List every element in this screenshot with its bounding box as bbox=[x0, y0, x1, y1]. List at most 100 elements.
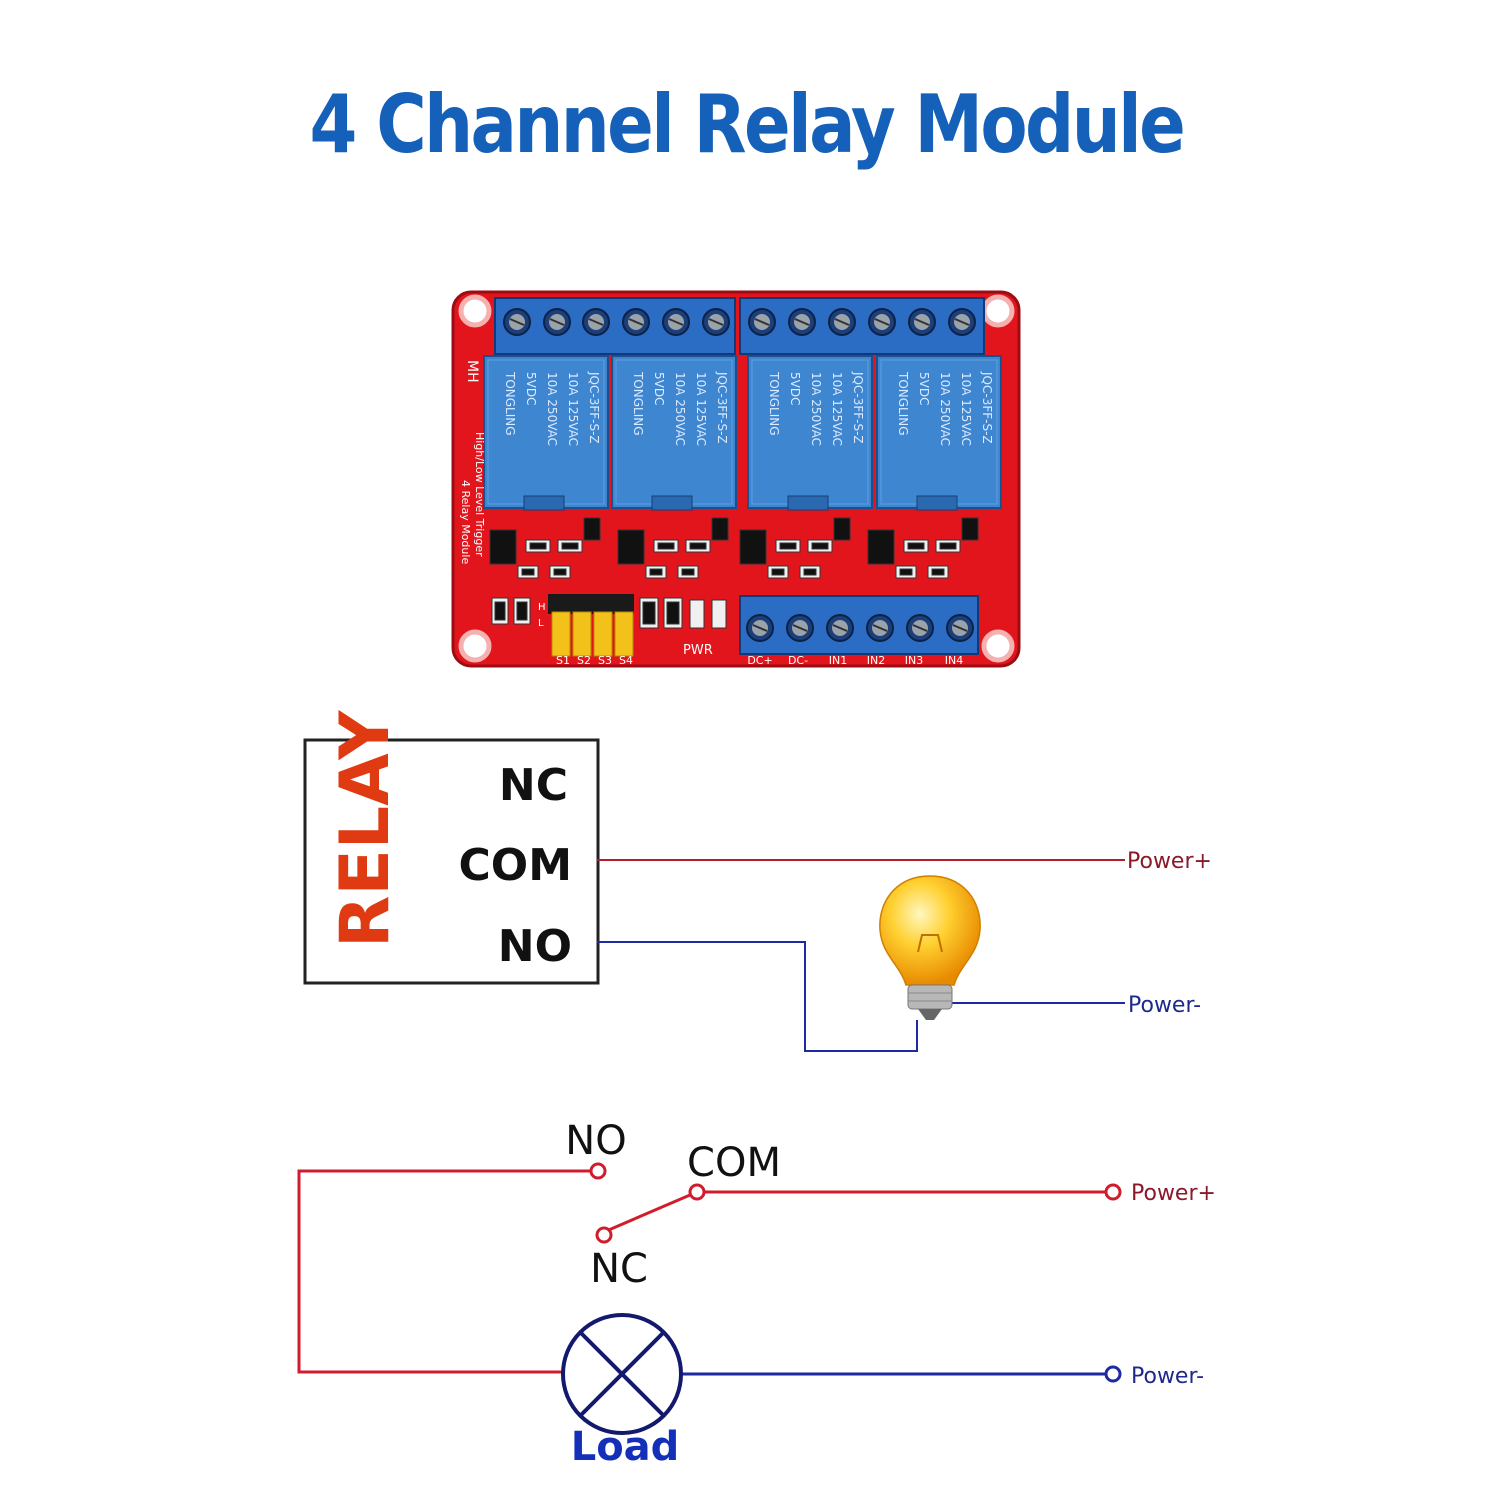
input-pin-label: IN2 bbox=[867, 654, 885, 667]
terminal-power-minus bbox=[1104, 1365, 1122, 1383]
relay-marking: 5VDC bbox=[788, 372, 802, 405]
wire-no-load bbox=[297, 1169, 598, 1374]
relay-marking: 5VDC bbox=[917, 372, 931, 405]
jumper-s4 bbox=[614, 611, 634, 657]
smd-component bbox=[803, 568, 817, 576]
smd-component bbox=[907, 542, 925, 550]
relay-component: TONGLING 5VDC 10A 250VAC 10A 125VAC JQC-3FF-… bbox=[611, 355, 737, 511]
smd-component bbox=[583, 517, 601, 541]
relay-marking: 10A 250VAC bbox=[938, 372, 952, 446]
board-mark: MH bbox=[464, 360, 480, 383]
smd-component bbox=[561, 542, 579, 550]
smd-component bbox=[516, 601, 528, 621]
smd-component bbox=[681, 568, 695, 576]
relay-marking: TONGLING bbox=[631, 371, 645, 436]
terminal-screw-icon bbox=[828, 308, 856, 336]
relay-marking: 10A 125VAC bbox=[959, 372, 973, 446]
switch-wiring-diagram: NO COM NC Power+ Power- Load bbox=[297, 1118, 1216, 1470]
terminal-screw-icon bbox=[746, 614, 774, 642]
terminal-screw-icon bbox=[866, 614, 894, 642]
relay-marking: 5VDC bbox=[652, 372, 666, 405]
relay-marking: TONGLING bbox=[503, 371, 517, 436]
terminal-screw-icon bbox=[948, 308, 976, 336]
smd-component bbox=[711, 599, 727, 629]
mounting-hole-icon bbox=[981, 294, 1015, 328]
input-pin-label: IN3 bbox=[905, 654, 923, 667]
terminal-no-label: NO bbox=[498, 921, 572, 972]
smd-component bbox=[642, 601, 656, 625]
relay-box bbox=[303, 738, 600, 985]
terminal-screw-icon bbox=[622, 308, 650, 336]
terminal-screw-icon bbox=[543, 308, 571, 336]
jumper-label-s1: S1 bbox=[556, 654, 570, 667]
switch-com-label: COM bbox=[687, 1140, 781, 1186]
terminal-screw-icon bbox=[503, 308, 531, 336]
wire-no-lamp bbox=[597, 941, 918, 1052]
terminal-power-plus bbox=[1104, 1183, 1122, 1201]
terminal-nc bbox=[595, 1226, 613, 1244]
relay-marking: JQC-3FF-S-Z bbox=[980, 371, 994, 444]
smd-component bbox=[739, 529, 767, 565]
smd-component bbox=[961, 517, 979, 541]
terminal-block-inputs bbox=[739, 595, 979, 655]
relay-marking: JQC-3FF-S-Z bbox=[851, 371, 865, 444]
board-name: 4 Relay Module bbox=[459, 480, 472, 564]
smd-component bbox=[867, 529, 895, 565]
relay-marking: 10A 125VAC bbox=[566, 372, 580, 446]
relay-marking: 10A 250VAC bbox=[545, 372, 559, 446]
terminal-screw-icon bbox=[906, 614, 934, 642]
relay-marking: 10A 125VAC bbox=[694, 372, 708, 446]
relay-component: TONGLING 5VDC 10A 250VAC 10A 125VAC JQC-3FF-… bbox=[876, 355, 1002, 511]
jumper-label-s2: S2 bbox=[577, 654, 591, 667]
terminal-screw-icon bbox=[662, 308, 690, 336]
terminal-com-label: COM bbox=[459, 840, 572, 891]
power-plus-label-2: Power+ bbox=[1131, 1181, 1216, 1206]
power-led-label: PWR bbox=[683, 643, 713, 658]
power-plus-label: Power+ bbox=[1127, 849, 1212, 874]
smd-component bbox=[833, 517, 851, 541]
terminal-screw-icon bbox=[788, 308, 816, 336]
jumper-s2 bbox=[572, 611, 592, 657]
power-minus-label: Power- bbox=[1128, 993, 1201, 1018]
jumper-header bbox=[548, 594, 634, 614]
smd-component bbox=[779, 542, 797, 550]
lamp-symbol-icon bbox=[561, 1313, 683, 1435]
terminal-screw-icon bbox=[786, 614, 814, 642]
smd-component bbox=[939, 542, 957, 550]
terminal-screw-icon bbox=[868, 308, 896, 336]
smd-component bbox=[689, 542, 707, 550]
terminal-screw-icon bbox=[908, 308, 936, 336]
terminal-screw-icon bbox=[946, 614, 974, 642]
smd-component bbox=[899, 568, 913, 576]
relay-marking: 5VDC bbox=[524, 372, 538, 405]
input-pin-label: DC+ bbox=[747, 654, 772, 667]
board-trigger-text: High/Low Level Trigger bbox=[473, 432, 486, 557]
terminal-block-top-right bbox=[739, 297, 985, 355]
input-pin-label: IN4 bbox=[945, 654, 963, 667]
smd-component bbox=[771, 568, 785, 576]
smd-component bbox=[521, 568, 535, 576]
relay-marking: TONGLING bbox=[896, 371, 910, 436]
terminal-nc-label: NC bbox=[499, 760, 568, 811]
mounting-hole-icon bbox=[458, 629, 492, 663]
jumper-label-s4: S4 bbox=[619, 654, 633, 667]
smd-component bbox=[657, 542, 675, 550]
relay-marking: JQC-3FF-S-Z bbox=[715, 371, 729, 444]
terminal-screw-icon bbox=[826, 614, 854, 642]
smd-component bbox=[649, 568, 663, 576]
mounting-hole-icon bbox=[981, 629, 1015, 663]
load-label: Load bbox=[571, 1424, 680, 1470]
jumper-l-label: L bbox=[538, 618, 544, 629]
terminal-screw-icon bbox=[748, 308, 776, 336]
terminal-block-top-left bbox=[494, 297, 736, 355]
terminal-screw-icon bbox=[582, 308, 610, 336]
power-minus-label-2: Power- bbox=[1131, 1364, 1204, 1389]
relay-wiring-diagram: RELAY NC COM NO Power+ Power- bbox=[303, 710, 1212, 1052]
jumper-s1 bbox=[551, 611, 571, 657]
smd-component bbox=[666, 601, 680, 625]
relay-marking: 10A 125VAC bbox=[830, 372, 844, 446]
relay-marking: 10A 250VAC bbox=[673, 372, 687, 446]
mounting-hole-icon bbox=[458, 294, 492, 328]
